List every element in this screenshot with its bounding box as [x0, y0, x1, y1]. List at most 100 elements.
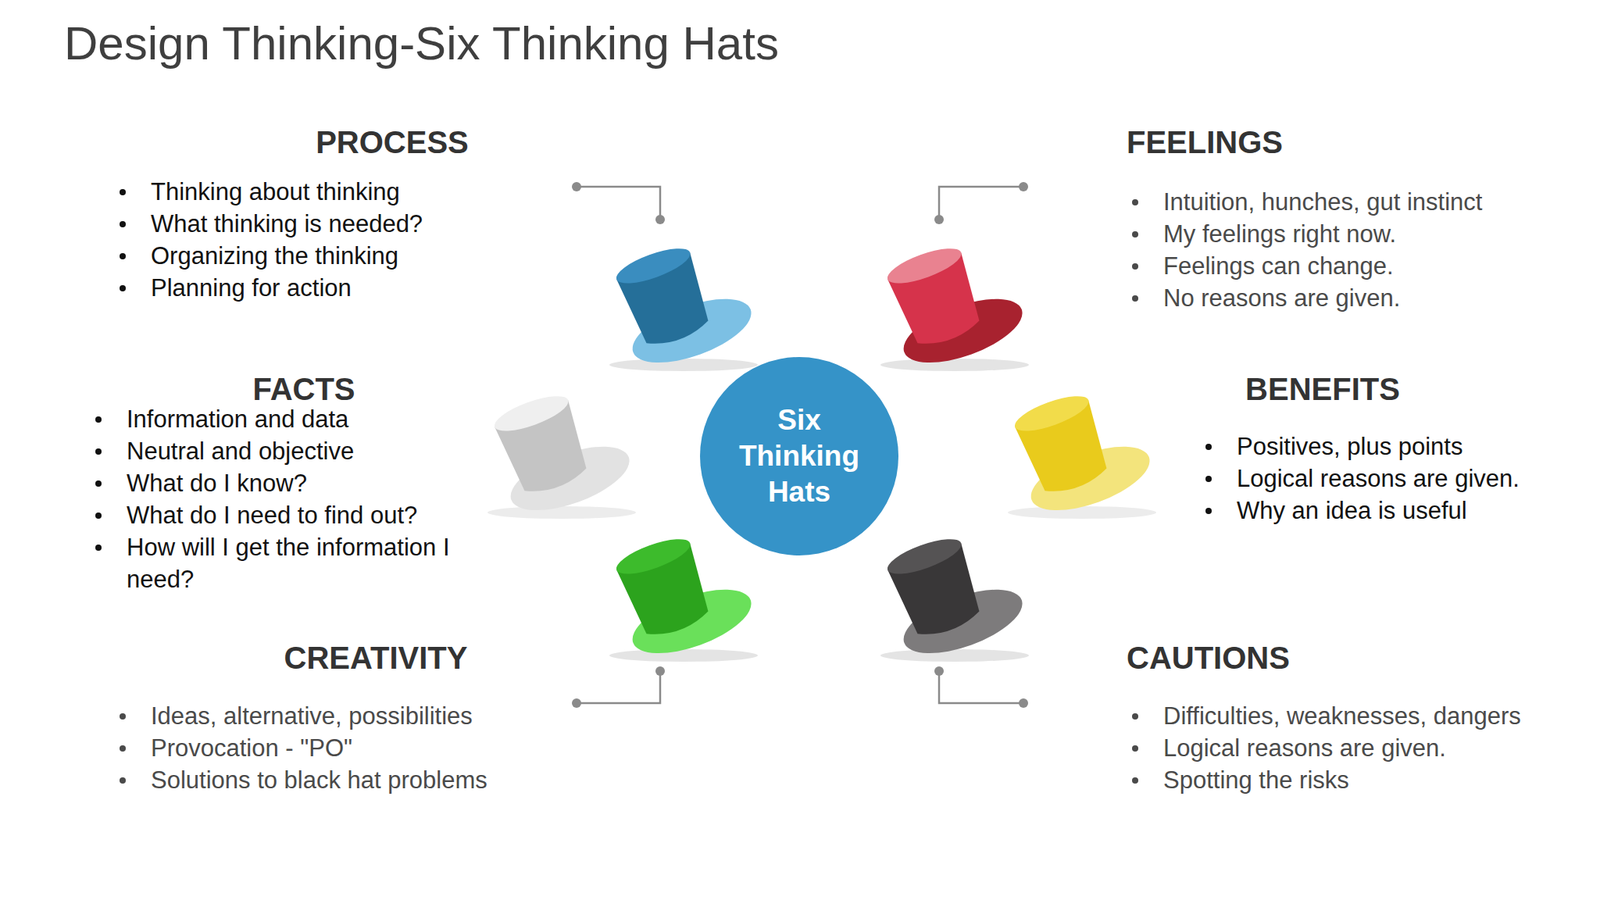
- bullet-list: Intuition, hunches, gut instinct My feeli…: [1163, 185, 1586, 315]
- bullet-item: How will I get the information I need?: [126, 531, 480, 596]
- bullet-item: Positives, plus points: [1236, 430, 1589, 463]
- bullet-dot: [119, 713, 126, 720]
- bullet-dot: [1132, 231, 1139, 238]
- hat-top: [1010, 389, 1093, 438]
- leader-line: [939, 671, 1024, 704]
- yellow-hat: [1002, 376, 1158, 524]
- bullet-text: What do I need to find out?: [126, 501, 418, 529]
- section-heading: FACTS: [69, 373, 539, 405]
- bullet-dot: [119, 189, 126, 196]
- bullet-list: Information and dataNeutral and objectiv…: [126, 403, 480, 596]
- bullet-dot: [119, 253, 126, 260]
- bullet-dot: [1132, 745, 1139, 752]
- bullet-item: Spotting the risks: [1163, 764, 1586, 797]
- leader-dot: [1018, 698, 1029, 708]
- section-heading: CAUTIONS: [1126, 642, 1518, 674]
- bullet-text: Information and data: [126, 405, 349, 433]
- bullet-text: Organizing the thinking: [150, 242, 399, 270]
- bullet-dot: [119, 745, 126, 752]
- bullet-dot: [119, 285, 126, 292]
- green-hat: [603, 519, 760, 667]
- bullet-item: Neutral and objective: [126, 435, 480, 468]
- hat-shadow: [1007, 506, 1157, 519]
- leader-line: [939, 186, 1024, 220]
- bullet-item: Why an idea is useful: [1236, 494, 1589, 527]
- bullet-text: Logical reasons are given.: [1163, 734, 1447, 762]
- hat-top: [490, 389, 572, 438]
- bullet-text: Feelings can change.: [1163, 252, 1394, 280]
- bullet-item: Organizing the thinking: [150, 239, 589, 272]
- bullet-item: Thinking about thinking: [150, 175, 589, 208]
- hat-top: [883, 241, 965, 290]
- bullet-list: Positives, plus pointsLogical reasons ar…: [1236, 430, 1589, 527]
- leader-dot: [571, 698, 582, 708]
- bullet-dot: [95, 480, 102, 487]
- bullet-item: What do I know?: [126, 467, 480, 500]
- bullet-dot: [1132, 263, 1139, 270]
- bullet-dot: [1205, 507, 1212, 515]
- bullet-item: Difficulties, weaknesses, dangers: [1163, 700, 1586, 733]
- bullet-item: My feelings right now.: [1163, 217, 1586, 250]
- bullet-dot: [95, 544, 102, 551]
- bullet-dot: [1132, 295, 1139, 302]
- leader-line: [576, 671, 661, 704]
- bullet-item: Ideas, alternative, possibilities: [150, 700, 589, 733]
- hat-shadow: [880, 358, 1029, 372]
- bullet-list: Difficulties, weaknesses, dangersLogical…: [1163, 700, 1586, 797]
- bullet-dot: [95, 416, 102, 423]
- bullet-item: Logical reasons are given.: [1236, 462, 1589, 495]
- section-heading: BENEFITS: [1088, 373, 1558, 405]
- red-hat: [875, 228, 1031, 376]
- black-hat: [875, 519, 1031, 667]
- bullet-text: Positives, plus points: [1236, 432, 1463, 461]
- bullet-text: My feelings right now.: [1163, 220, 1397, 248]
- center-circle: Six Thinking Hats: [700, 357, 899, 556]
- bullet-dot: [95, 448, 102, 455]
- white-hat: [482, 376, 638, 524]
- bullet-text: What do I know?: [126, 469, 308, 497]
- leader-dot: [655, 214, 665, 225]
- bullet-item: Feelings can change.: [1163, 250, 1586, 283]
- bullet-item: No reasons are given.: [1163, 282, 1586, 315]
- bullet-text: Planning for action: [150, 274, 352, 302]
- bullet-text: How will I get the information I need?: [126, 533, 450, 593]
- bullet-text: Ideas, alternative, possibilities: [150, 702, 473, 730]
- bullet-dot: [1132, 713, 1139, 720]
- bullet-item: Intuition, hunches, gut instinct: [1163, 185, 1586, 218]
- hat-shadow: [609, 358, 758, 372]
- bullet-text: Spotting the risks: [1163, 766, 1350, 794]
- bullet-item: What thinking is needed?: [150, 207, 589, 240]
- bullet-text: Solutions to black hat problems: [150, 766, 488, 794]
- bullet-text: Logical reasons are given.: [1236, 464, 1520, 493]
- bullet-dot: [1132, 777, 1139, 784]
- leader-dot: [934, 666, 944, 676]
- bullet-text: Intuition, hunches, gut instinct: [1163, 188, 1483, 216]
- hat-top: [883, 532, 965, 581]
- bullet-item: Provocation - "PO": [150, 732, 589, 765]
- hat-shadow: [487, 506, 636, 519]
- blue-hat: [603, 228, 760, 376]
- bullet-text: Why an idea is useful: [1236, 496, 1468, 525]
- bullet-text: What thinking is needed?: [150, 210, 423, 238]
- bullet-text: Provocation - "PO": [150, 734, 353, 762]
- leader-lines: [576, 186, 1024, 704]
- section-heading: CREATIVITY: [141, 642, 611, 674]
- leader-dot: [655, 666, 665, 676]
- section-heading: PROCESS: [157, 126, 627, 158]
- hat-shadow: [880, 649, 1029, 662]
- bullet-dot: [119, 777, 126, 784]
- bullet-text: Thinking about thinking: [150, 178, 400, 206]
- bullet-item: Information and data: [126, 403, 480, 436]
- bullet-list: Thinking about thinkingWhat thinking is …: [150, 175, 589, 304]
- section-heading: FEELINGS: [1126, 126, 1518, 158]
- hat-top: [612, 532, 694, 581]
- leader-line: [576, 186, 661, 220]
- leader-dot: [1018, 182, 1029, 192]
- bullet-text: No reasons are given.: [1163, 284, 1400, 312]
- leader-dot: [934, 214, 944, 225]
- bullet-text: Difficulties, weaknesses, dangers: [1163, 702, 1522, 730]
- bullet-item: Logical reasons are given.: [1163, 732, 1586, 765]
- node-text: Six Thinking Hats: [725, 402, 874, 511]
- bullet-dot: [1205, 443, 1212, 450]
